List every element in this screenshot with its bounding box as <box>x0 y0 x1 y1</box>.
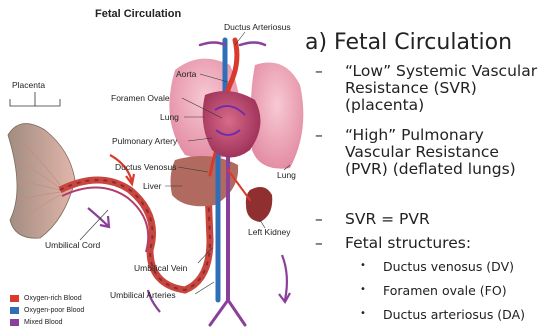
bullet-dot: • <box>360 306 366 321</box>
bullet-low-svr: – “Low” Systemic Vascular Resistance (SV… <box>345 63 545 114</box>
bullet-fetal-structures: – Fetal structures: <box>345 235 545 252</box>
label-umbilical-cord: Umbilical Cord <box>45 240 100 250</box>
bullet-text: SVR = PVR <box>345 210 430 228</box>
diagram-title: Fetal Circulation <box>95 8 181 20</box>
placenta-bracket <box>10 92 60 106</box>
placenta <box>8 124 75 239</box>
label-lung-right: Lung <box>277 170 296 180</box>
sub-bullet-foramen-ovale: • Foramen ovale (FO) <box>383 283 507 298</box>
bullet-dot: • <box>360 258 366 273</box>
legend-item-mixed: Mixed Blood <box>10 317 84 328</box>
panel-title: a) Fetal Circulation <box>305 30 512 55</box>
bullet-dash: – <box>315 235 323 252</box>
bullet-high-pvr: – “High” Pulmonary Vascular Resistance (… <box>345 127 545 178</box>
bullet-text: “Low” Systemic Vascular Resistance (SVR)… <box>345 62 537 114</box>
label-pulmonary-artery: Pulmonary Artery <box>112 136 177 146</box>
left-kidney <box>246 187 272 222</box>
bullet-dash: – <box>315 211 323 228</box>
legend-swatch <box>10 307 19 314</box>
sub-bullet-text: Foramen ovale (FO) <box>383 283 507 298</box>
legend: Oxygen-rich Blood Oxygen-poor Blood Mixe… <box>10 293 84 329</box>
heart <box>203 91 261 158</box>
legend-label: Oxygen-rich Blood <box>24 295 82 302</box>
label-ductus-venosus: Ductus Venosus <box>115 162 176 172</box>
legend-swatch <box>10 295 19 302</box>
label-ductus-arteriosus: Ductus Arteriosus <box>224 22 291 32</box>
label-umbilical-arteries: Umbilical Arteries <box>110 290 176 300</box>
bullet-dash: – <box>315 63 323 80</box>
label-lung-left: Lung <box>160 112 179 122</box>
legend-swatch <box>10 319 19 326</box>
label-liver: Liver <box>143 181 161 191</box>
bullet-text: Fetal structures: <box>345 234 471 252</box>
sub-bullet-text: Ductus arteriosus (DA) <box>383 307 525 322</box>
bullet-dash: – <box>315 127 323 144</box>
label-aorta: Aorta <box>176 69 196 79</box>
label-umbilical-vein: Umbilical Vein <box>134 263 187 273</box>
bullet-svr-equals-pvr: – SVR = PVR <box>345 211 545 228</box>
label-left-kidney: Left Kidney <box>248 227 291 237</box>
label-foramen-ovale: Foramen Ovale <box>111 93 170 103</box>
legend-label: Oxygen-poor Blood <box>24 307 84 314</box>
legend-item-oxygen-rich: Oxygen-rich Blood <box>10 293 84 304</box>
sub-bullet-ductus-venosus: • Ductus venosus (DV) <box>383 259 514 274</box>
bullet-dot: • <box>360 282 366 297</box>
legend-label: Mixed Blood <box>24 319 63 326</box>
legend-item-oxygen-poor: Oxygen-poor Blood <box>10 305 84 316</box>
bullet-text: “High” Pulmonary Vascular Resistance (PV… <box>345 126 516 178</box>
sub-bullet-ductus-arteriosus: • Ductus arteriosus (DA) <box>383 307 525 322</box>
label-placenta: Placenta <box>12 80 45 90</box>
sub-bullet-text: Ductus venosus (DV) <box>383 259 514 274</box>
